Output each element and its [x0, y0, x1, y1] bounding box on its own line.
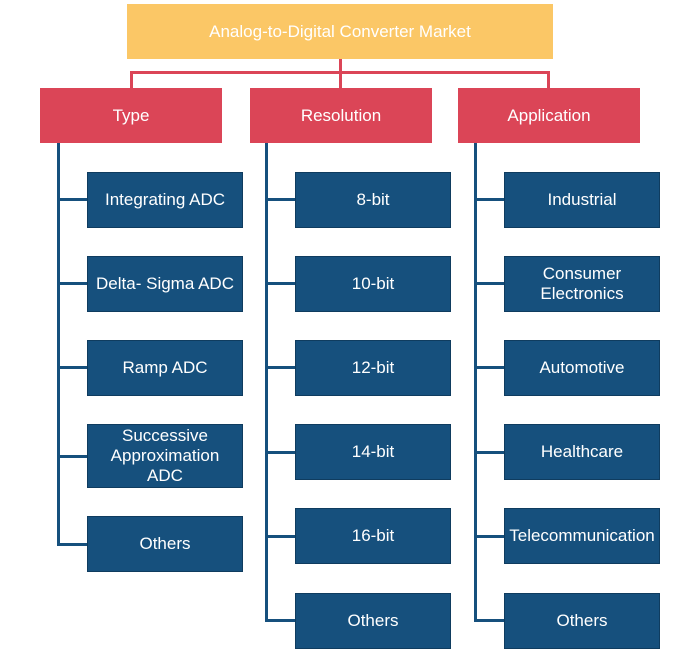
application-item-healthcare: Healthcare [504, 424, 660, 480]
leaf-label: Telecommunication [509, 526, 655, 545]
resolution-item-8-bit: 8-bit [295, 172, 451, 228]
type-branch [57, 366, 88, 369]
leaf-label: Industrial [547, 190, 617, 209]
category-type-label: Type [112, 105, 150, 125]
resolution-branch [265, 366, 296, 369]
resolution-branch [265, 198, 296, 201]
leaf-label: 8-bit [356, 190, 390, 209]
application-branch [474, 619, 505, 622]
type-branch [57, 198, 88, 201]
type-item-delta-sigma-adc: Delta- Sigma ADC [87, 256, 243, 312]
resolution-branch [265, 535, 296, 538]
leaf-label: Consumer Electronics [540, 264, 624, 303]
resolution-item-10-bit: 10-bit [295, 256, 451, 312]
resolution-item-14-bit: 14-bit [295, 424, 451, 480]
resolution-branch [265, 282, 296, 285]
leaf-label: Automotive [539, 358, 625, 377]
leaf-label: Healthcare [540, 442, 624, 461]
application-spine [474, 143, 477, 622]
leaf-label: Delta- Sigma ADC [96, 274, 234, 293]
resolution-branch [265, 451, 296, 454]
application-branch [474, 198, 505, 201]
root-stem [339, 59, 342, 73]
root-node: Analog-to-Digital Converter Market [127, 4, 553, 59]
leaf-label: Ramp ADC [122, 358, 208, 377]
type-branch [57, 282, 88, 285]
resolution-spine [265, 143, 268, 622]
type-item-others: Others [87, 516, 243, 572]
application-branch [474, 366, 505, 369]
application-item-others: Others [504, 593, 660, 649]
stem-application [547, 71, 550, 88]
leaf-label: 14-bit [351, 442, 395, 461]
resolution-branch [265, 619, 296, 622]
stem-type [130, 71, 133, 88]
application-item-automotive: Automotive [504, 340, 660, 396]
type-item-ramp-adc: Ramp ADC [87, 340, 243, 396]
type-branch [57, 543, 88, 546]
application-item-industrial: Industrial [504, 172, 660, 228]
category-application: Application [458, 88, 640, 143]
type-branch [57, 455, 88, 458]
leaf-label: 16-bit [351, 526, 395, 545]
root-label: Analog-to-Digital Converter Market [209, 21, 471, 41]
leaf-label: Successive Approximation ADC [110, 426, 220, 485]
resolution-item-others: Others [295, 593, 451, 649]
resolution-item-16-bit: 16-bit [295, 508, 451, 564]
application-branch [474, 282, 505, 285]
leaf-label: Others [139, 534, 191, 553]
category-resolution-label: Resolution [300, 105, 382, 125]
application-item-consumer-electronics: Consumer Electronics [504, 256, 660, 312]
category-resolution: Resolution [250, 88, 432, 143]
application-branch [474, 535, 505, 538]
type-spine [57, 143, 60, 546]
stem-resolution [339, 71, 342, 88]
leaf-label: Others [347, 611, 399, 630]
application-branch [474, 451, 505, 454]
category-type: Type [40, 88, 222, 143]
type-item-integrating-adc: Integrating ADC [87, 172, 243, 228]
resolution-item-12-bit: 12-bit [295, 340, 451, 396]
category-application-label: Application [507, 105, 591, 125]
leaf-label: Integrating ADC [104, 190, 225, 209]
application-item-telecommunication: Telecommunication [504, 508, 660, 564]
leaf-label: 12-bit [351, 358, 395, 377]
leaf-label: Others [556, 611, 608, 630]
type-item-successive-approximation-adc: Successive Approximation ADC [87, 424, 243, 488]
leaf-label: 10-bit [351, 274, 395, 293]
